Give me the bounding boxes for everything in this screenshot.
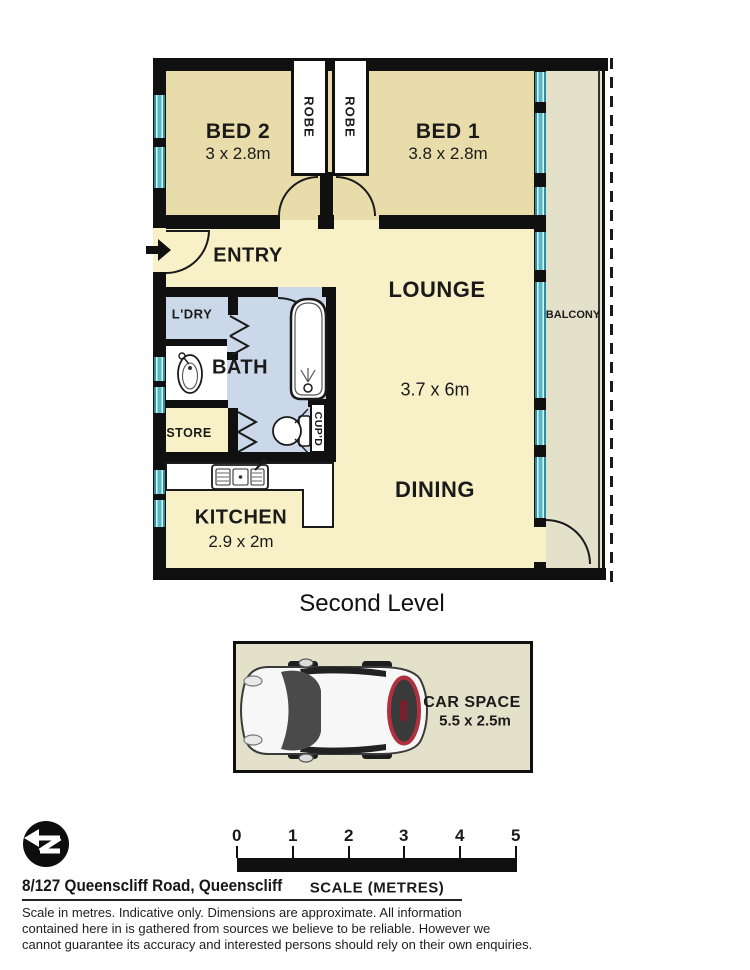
footer-address: 8/127 Queenscliff Road, Queenscliff	[22, 876, 283, 895]
left-wall	[153, 58, 166, 580]
disclaimer-line-2: contained here in is gathered from sourc…	[22, 921, 491, 936]
bed1-label: BED 1	[415, 120, 481, 143]
right-window-2	[535, 113, 546, 173]
car-space-label: CAR SPACE	[423, 694, 521, 711]
kitchen-window-divider	[154, 494, 165, 500]
balcony-floor	[546, 70, 602, 568]
entry-door-opening	[153, 228, 166, 272]
scale-tick-1: 1	[288, 826, 298, 845]
robe-left-box	[291, 58, 328, 176]
scale-tickmark-2	[348, 846, 350, 858]
top-wall	[153, 58, 608, 71]
car-space-dims: 5.5 x 2.5m	[439, 712, 511, 730]
bath-bottom-wall	[165, 452, 336, 462]
scale-tick-5: 5	[511, 826, 521, 845]
robe-left-label: ROBE	[301, 96, 317, 138]
bed2-window-divider	[154, 138, 165, 147]
store-label: STORE	[166, 426, 212, 440]
scale-tick-3: 3	[399, 826, 409, 845]
balcony-rail-inner	[598, 70, 600, 568]
right-window-5	[535, 282, 546, 398]
entry-label: ENTRY	[213, 244, 283, 267]
balcony-door-opening	[534, 527, 546, 562]
scale-tickmark-4	[459, 846, 461, 858]
dining-label: DINING	[395, 477, 475, 502]
bottom-wall	[153, 568, 606, 580]
lounge-dims: 3.7 x 6m	[400, 379, 470, 400]
bath-window-divider	[154, 381, 165, 387]
kitchen-label: KITCHEN	[194, 506, 288, 529]
robe-divider-stub	[320, 172, 333, 218]
scale-tickmark-3	[403, 846, 405, 858]
right-window-7	[535, 457, 546, 518]
disclaimer-line-1: Scale in metres. Indicative only. Dimens…	[22, 905, 462, 920]
disclaimer-line-3: cannot guarantee its accuracy and intere…	[22, 937, 533, 952]
right-window-3	[535, 187, 546, 215]
north-arrow-icon	[23, 821, 69, 867]
bed1-dims: 3.8 x 2.8m	[408, 144, 488, 163]
bath-right-wall	[326, 287, 336, 462]
kitchen-bench-return	[302, 489, 334, 528]
kitchen-bench	[165, 462, 334, 491]
laundry-right-wall	[228, 297, 238, 315]
right-window-6	[535, 410, 546, 445]
scale-tickmark-0	[236, 846, 238, 858]
scale-tickmark-5	[515, 846, 517, 858]
cupboard-label: CUP'D	[312, 411, 324, 447]
boundary-dashed-line	[610, 58, 613, 582]
footer-rule	[22, 899, 462, 901]
right-window-4	[535, 232, 546, 270]
store-floor	[165, 408, 228, 456]
cupboard-box	[310, 403, 326, 453]
bed2-dims: 3 x 2.8m	[205, 144, 271, 163]
balcony-rail-outer	[602, 70, 605, 568]
bedroom-divider-wall-stub	[318, 215, 334, 229]
kitchen-dims: 2.9 x 2m	[208, 532, 274, 551]
balcony-label: BALCONY	[545, 309, 601, 321]
store-right-wall	[228, 408, 238, 456]
scale-bar-label: SCALE (METRES)	[309, 879, 445, 897]
bedroom-divider-wall-right	[379, 215, 546, 229]
scale-tick-0: 0	[232, 826, 242, 845]
scale-tick-4: 4	[455, 826, 465, 845]
plan-title: Second Level	[299, 590, 445, 617]
laundry-label: L'DRY	[171, 306, 213, 322]
bed2-label: BED 2	[205, 120, 271, 143]
bedroom-divider-wall-left	[153, 215, 280, 229]
bath-top-wall-left	[165, 287, 278, 297]
lounge-label: LOUNGE	[388, 277, 486, 302]
robe-right-label: ROBE	[342, 96, 358, 138]
right-window-1	[535, 72, 546, 102]
basin-alcove-top-wall	[165, 339, 227, 346]
bath-label: BATH	[211, 356, 269, 379]
alcove-bottom-wall	[165, 400, 228, 408]
scale-tick-2: 2	[344, 826, 354, 845]
robe-right-box	[332, 58, 369, 176]
scale-bar	[237, 858, 517, 872]
scale-tickmark-1	[292, 846, 294, 858]
